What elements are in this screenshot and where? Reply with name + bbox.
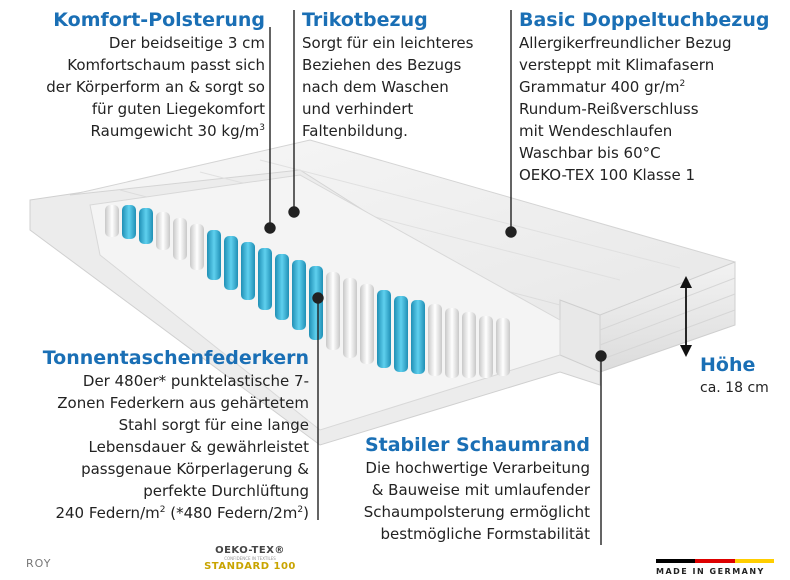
trikot-block: Trikotbezug Sorgt für ein leichteres Bez…: [302, 8, 473, 142]
tonnen-line-1: Der 480er* punktelastische 7-: [82, 372, 309, 390]
tonnen-line-2: Zonen Federkern aus gehärtetem: [57, 394, 309, 412]
made-in-germany: MADE IN GERMANY: [656, 567, 765, 576]
schaum-block: Stabiler Schaumrand Die hochwertige Vera…: [364, 433, 590, 545]
tonnen-line-5: passgenaue Körperlagerung &: [81, 460, 309, 478]
spring-white-5: [326, 272, 340, 350]
tonnen-line-4: Lebensdauer & gewährleistet: [88, 438, 310, 456]
german-flag-stripe: [656, 559, 774, 563]
basic-line-2: versteppt mit Klimafasern: [519, 56, 715, 74]
trikot-line-1: Sorgt für ein leichteres: [302, 34, 474, 52]
spring-blue-1: [122, 205, 136, 239]
tonnen-springs-exp-2: 2: [297, 505, 304, 515]
komfort-density: Raumgewicht 30 kg/m: [90, 122, 260, 140]
spring-blue-7: [275, 254, 289, 320]
basic-line-5: mit Wendeschlaufen: [519, 122, 673, 140]
trikot-line-3: nach dem Waschen: [302, 78, 449, 96]
schaum-line-1: Die hochwertige Verarbeitung: [365, 459, 590, 477]
spring-blue-3: [207, 230, 221, 280]
pointer-lines: [264, 10, 607, 545]
hoehe-value: ca. 18 cm: [700, 380, 769, 396]
tonnen-block: Tonnentaschenfederkern Der 480er* punkte…: [43, 346, 309, 524]
oeko-tex-badge: OEKO-TEX® CONFIDENCE IN TEXTILES STANDAR…: [200, 545, 300, 572]
trikot-line-5: Faltenbildung.: [302, 122, 408, 140]
trikot-line-2: Beziehen des Bezugs: [302, 56, 462, 74]
basic-line-7: OEKO-TEX 100 Klasse 1: [519, 166, 696, 184]
height-arrow: [680, 276, 692, 357]
spring-blue-12: [411, 300, 425, 374]
tonnen-line-6: perfekte Durchlüftung: [143, 482, 309, 500]
hoehe-title: Höhe: [700, 354, 756, 376]
basic-grammatur-exp: 2: [679, 79, 686, 89]
komfort-line-4: für guten Liegekomfort: [91, 100, 265, 118]
pointer-dot-tonnen: [312, 292, 324, 304]
tonnen-springs-close: ): [303, 504, 309, 522]
spring-blue-10: [377, 290, 391, 368]
pointer-dot-basic: [505, 226, 517, 238]
pointer-dot-trikot: [288, 206, 300, 218]
pointer-dot-schaum: [595, 350, 607, 362]
spring-blue-2: [139, 208, 153, 244]
basic-line-3: Grammatur 400 gr/m2: [519, 76, 770, 98]
basic-grammatur: Grammatur 400 gr/m: [519, 78, 680, 96]
flag-red: [695, 559, 735, 563]
komfort-line-2: Komfortschaum passt sich: [67, 56, 265, 74]
spring-white-7: [360, 284, 374, 364]
spring-white-9: [445, 308, 459, 378]
basic-title: Basic Doppeltuchbezug: [519, 9, 770, 31]
spring-core: [89, 174, 561, 431]
tonnen-springs-total: (*480 Federn/2m: [165, 504, 298, 522]
tonnen-springs-exp-1: 2: [159, 505, 166, 515]
spring-white-1: [105, 205, 119, 237]
basic-block: Basic Doppeltuchbezug Allergikerfreundli…: [519, 8, 770, 186]
oeko-tex-standard: STANDARD 100: [204, 561, 296, 572]
flag-black: [656, 559, 696, 563]
komfort-line-3: der Körperform an & sorgt so: [46, 78, 265, 96]
spring-white-12: [496, 318, 510, 376]
schaum-line-2: & Bauweise mit umlaufender: [371, 481, 590, 499]
schaum-line-3: Schaumpolsterung ermöglicht: [363, 503, 590, 521]
hoehe-block: Höhe ca. 18 cm: [700, 353, 769, 399]
tonnen-title: Tonnentaschenfederkern: [42, 347, 309, 369]
spring-blue-11: [394, 296, 408, 372]
spring-white-2: [156, 212, 170, 250]
spring-blue-4: [224, 236, 238, 290]
trikot-title: Trikotbezug: [302, 9, 428, 31]
spring-blue-8: [292, 260, 306, 330]
spring-white-10: [462, 312, 476, 378]
oeko-tex-name: OEKO-TEX®: [215, 545, 285, 556]
spring-white-4: [190, 224, 204, 270]
basic-line-6: Waschbar bis 60°C: [519, 144, 661, 162]
komfort-line-1: Der beidseitige 3 cm: [108, 34, 265, 52]
komfort-line-5: Raumgewicht 30 kg/m3: [46, 120, 265, 142]
oeko-tex-sub: CONFIDENCE IN TEXTILES: [224, 556, 276, 561]
flag-gold: [734, 559, 774, 563]
tonnen-line-7: 240 Federn/m2 (*480 Federn/2m2): [43, 502, 309, 524]
schaum-line-4: bestmögliche Formstabilität: [380, 525, 591, 543]
spring-blue-5: [241, 242, 255, 300]
trikot-line-4: und verhindert: [302, 100, 414, 118]
brand-logo: ROY: [26, 557, 52, 570]
spring-white-6: [343, 278, 357, 358]
spring-blue-6: [258, 248, 272, 310]
basic-line-1: Allergikerfreundlicher Bezug: [519, 34, 732, 52]
spring-white-8: [428, 304, 442, 376]
komfort-density-exp: 3: [259, 123, 265, 133]
komfort-block: Komfort-Polsterung Der beidseitige 3 cm …: [46, 8, 265, 142]
spring-white-11: [479, 316, 493, 378]
pointer-dot-komfort: [264, 222, 276, 234]
schaum-title: Stabiler Schaumrand: [364, 434, 590, 456]
tonnen-line-3: Stahl sorgt für eine lange: [118, 416, 309, 434]
basic-line-4: Rundum-Reißverschluss: [519, 100, 699, 118]
tonnen-springs-per-m: 240 Federn/m: [55, 504, 160, 522]
komfort-title: Komfort-Polsterung: [53, 9, 265, 31]
spring-white-3: [173, 218, 187, 260]
